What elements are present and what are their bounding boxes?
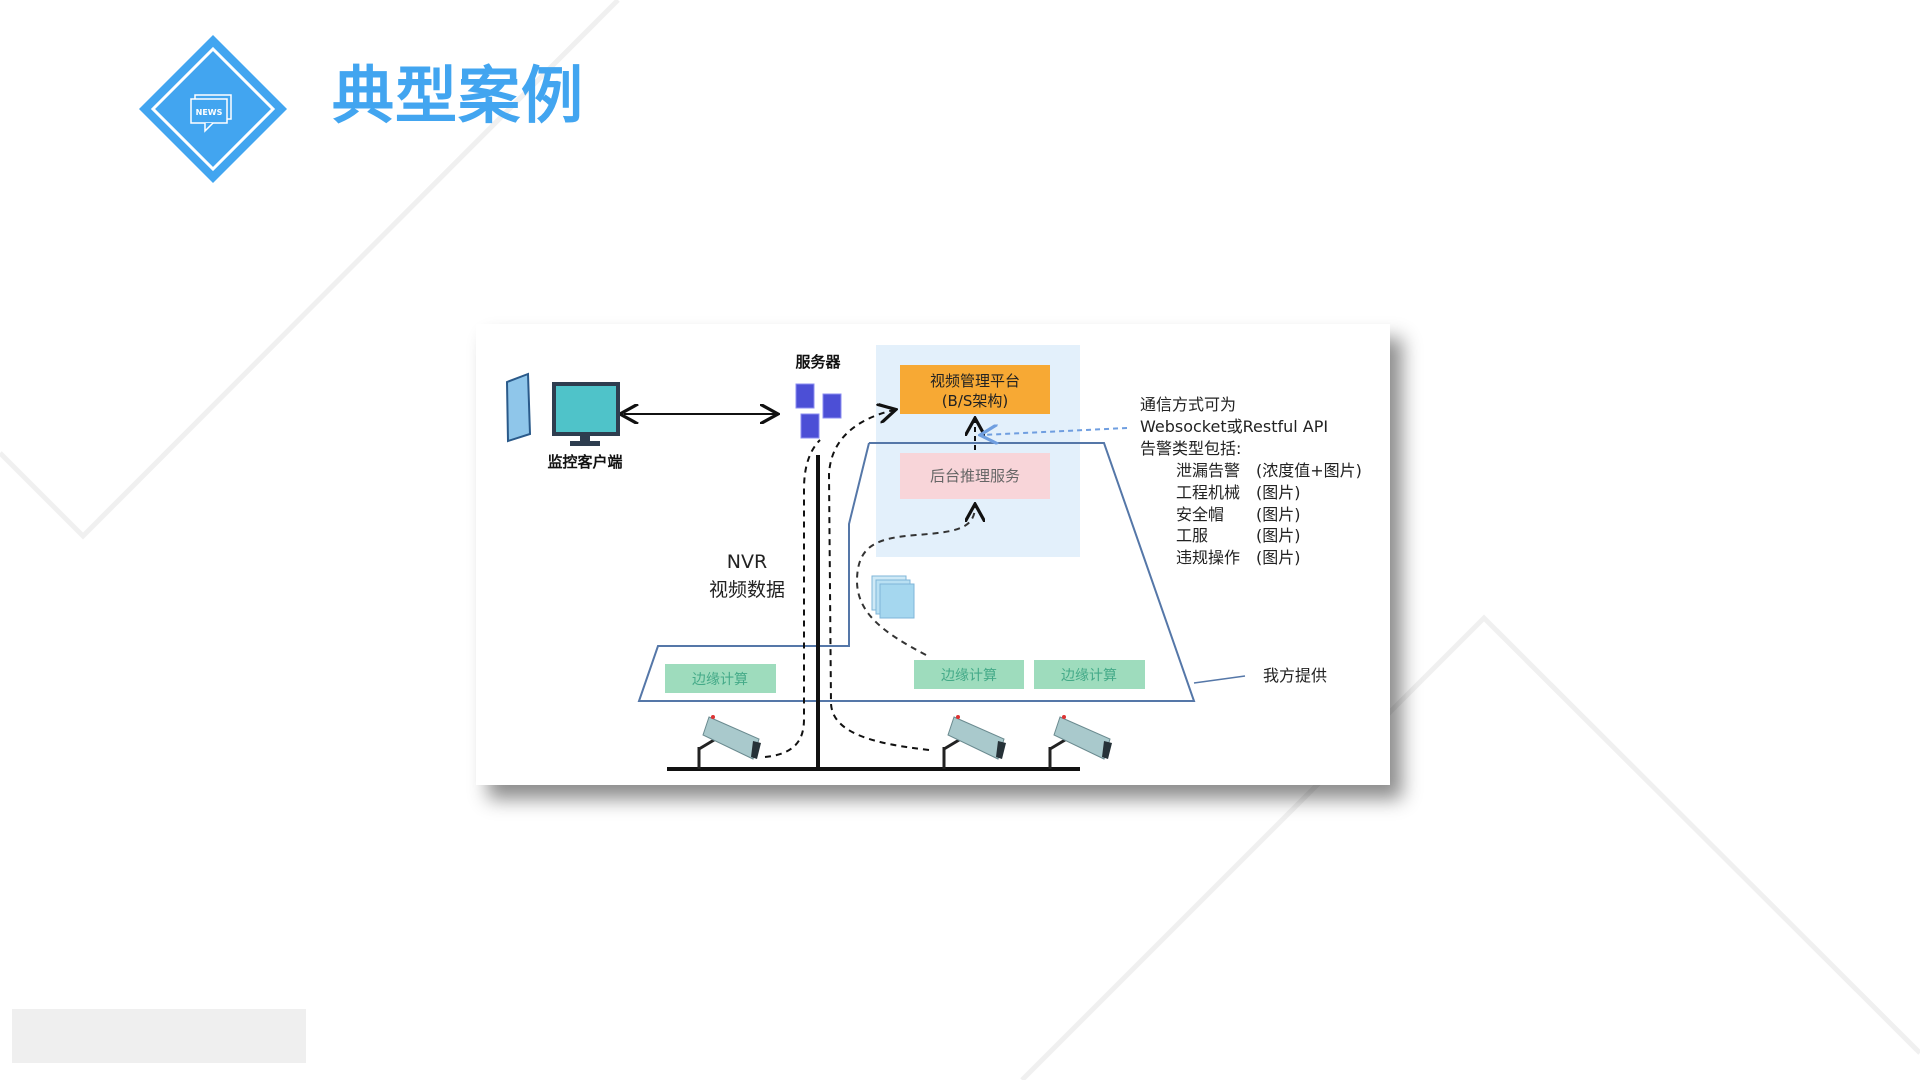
platform-label-1: 视频管理平台 xyxy=(930,372,1020,390)
monitor-icon xyxy=(552,382,620,446)
server-label: 服务器 xyxy=(795,353,841,371)
svg-text:(图片): (图片) xyxy=(1256,548,1301,567)
data-stack-icon xyxy=(871,575,915,619)
svg-text:通信方式可为: 通信方式可为 xyxy=(1140,395,1236,414)
svg-text:泄漏告警: 泄漏告警 xyxy=(1176,461,1240,480)
camera-icon xyxy=(697,715,761,769)
inference-service-box xyxy=(900,453,1050,499)
nvr-label: NVR xyxy=(727,551,767,573)
svg-text:违规操作: 违规操作 xyxy=(1176,548,1240,567)
svg-text:告警类型包括:: 告警类型包括: xyxy=(1140,439,1241,458)
svg-text:工服: 工服 xyxy=(1176,526,1208,545)
page-title: 典型案例 xyxy=(332,59,585,132)
svg-text:(图片): (图片) xyxy=(1256,505,1301,524)
svg-text:(图片): (图片) xyxy=(1256,526,1301,545)
camera-platform-path xyxy=(827,410,930,751)
svg-text:边缘计算: 边缘计算 xyxy=(1061,668,1117,684)
edge-compute-box: 边缘计算 xyxy=(1034,660,1145,689)
edge-compute-box: 边缘计算 xyxy=(665,664,776,693)
inference-label: 后台推理服务 xyxy=(930,467,1020,485)
api-arrow xyxy=(982,428,1128,435)
badge-text: NEWS xyxy=(196,108,223,117)
footer-placeholder xyxy=(12,1009,306,1063)
server-icon xyxy=(795,383,842,439)
svg-text:安全帽: 安全帽 xyxy=(1176,505,1224,524)
video-platform-box xyxy=(900,365,1050,414)
notes-block: 通信方式可为 Websocket或Restful API 告警类型包括: 泄漏告… xyxy=(1140,395,1362,567)
platform-label-2: (B/S架构) xyxy=(942,392,1009,410)
svg-text:(图片): (图片) xyxy=(1256,483,1301,502)
svg-text:边缘计算: 边缘计算 xyxy=(692,672,748,688)
provided-boundary xyxy=(637,442,1196,702)
svg-text:(浓度值+图片): (浓度值+图片) xyxy=(1256,461,1362,480)
svg-text:Websocket或Restful API: Websocket或Restful API xyxy=(1140,417,1328,436)
provided-leader-line xyxy=(1193,675,1246,684)
client-label: 监控客户端 xyxy=(547,453,622,471)
edge-compute-box: 边缘计算 xyxy=(914,660,1024,689)
camera-nvr-path xyxy=(764,439,821,758)
news-badge-icon: NEWS xyxy=(139,35,287,183)
camera-icon xyxy=(1048,715,1112,769)
edge-inference-path xyxy=(855,506,975,656)
nvr-data-label: 视频数据 xyxy=(709,579,785,601)
svg-text:边缘计算: 边缘计算 xyxy=(941,668,997,684)
architecture-diagram: 监控客户端 服务器 视频管理平台 (B/S架构) 后台推理服务 xyxy=(476,324,1390,785)
tablet-icon xyxy=(505,372,532,443)
camera-icon xyxy=(942,715,1006,769)
svg-text:工程机械: 工程机械 xyxy=(1176,483,1240,502)
provided-label: 我方提供 xyxy=(1263,666,1327,685)
